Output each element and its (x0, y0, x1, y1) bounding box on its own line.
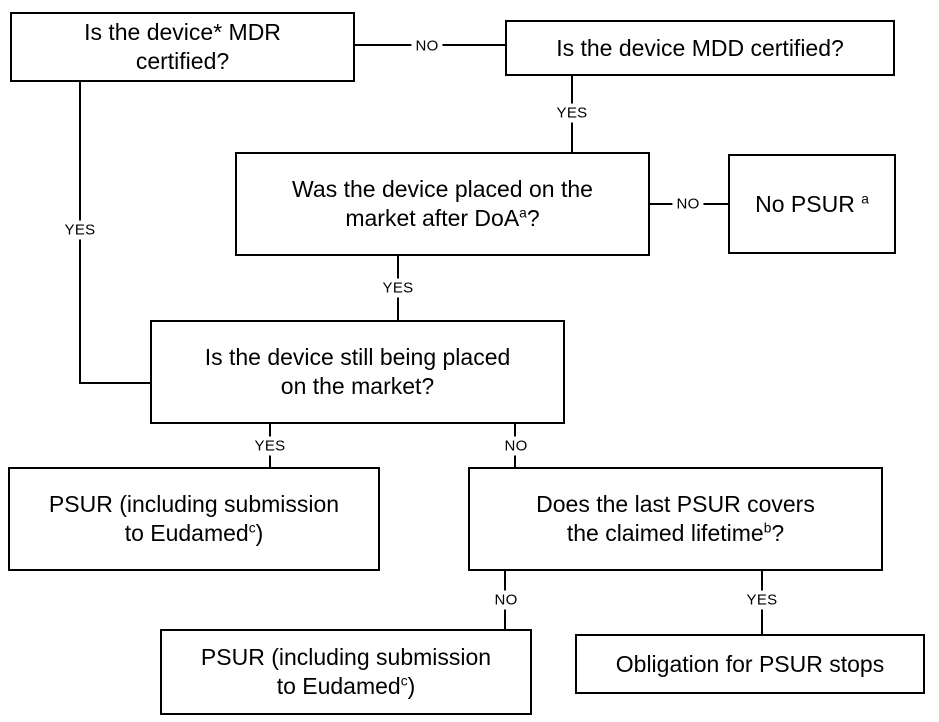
connector-mdr-to-still-horizontal (79, 382, 151, 384)
node-obligation-stops: Obligation for PSUR stops (575, 634, 925, 694)
edge-label-doa-still-yes: YES (378, 278, 418, 298)
node-q-mdr-certified-text: Is the device* MDR certified? (84, 19, 281, 74)
node-q-lifetime-covered: Does the last PSUR covers the claimed li… (468, 467, 883, 571)
node-q-lifetime-covered-pre: Does the last PSUR covers the claimed li… (536, 491, 815, 546)
node-psur-eudamed-bottom-text: PSUR (including submission to Eudamedc) (197, 643, 495, 701)
node-psur-eudamed-top-post: ) (255, 520, 264, 546)
edge-label-mdr-still-yes: YES (60, 220, 100, 240)
edge-label-still-lifetime-no: NO (500, 436, 532, 456)
edge-label-still-psur-yes: YES (250, 436, 290, 456)
node-q-still-placed-text: Is the device still being placed on the … (204, 344, 511, 399)
node-psur-eudamed-bottom-post: ) (407, 673, 416, 699)
node-psur-eudamed-top-text: PSUR (including submission to Eudamedc) (45, 490, 343, 548)
node-q-placed-after-doa-post: ? (526, 205, 540, 231)
node-no-psur: No PSUR a (728, 154, 896, 254)
edge-label-lifetime-stops-yes: YES (742, 590, 782, 610)
node-q-placed-after-doa: Was the device placed on the market afte… (235, 152, 650, 256)
node-no-psur-sup: a (861, 190, 869, 206)
node-psur-eudamed-bottom-pre: PSUR (including submission to Eudamed (200, 644, 492, 699)
node-q-mdd-certified: Is the device MDD certified? (505, 20, 895, 76)
node-q-mdr-certified: Is the device* MDR certified? (10, 12, 355, 82)
node-q-placed-after-doa-sup: a (519, 205, 527, 221)
node-obligation-stops-text: Obligation for PSUR stops (615, 650, 885, 677)
edge-label-mdr-mdd-no: NO (411, 36, 443, 56)
edge-label-doa-nopsur-no: NO (672, 194, 704, 214)
node-q-lifetime-covered-sup: b (763, 520, 772, 536)
edge-label-lifetime-psur-no: NO (490, 590, 522, 610)
node-q-lifetime-covered-text: Does the last PSUR covers the claimed li… (520, 490, 831, 548)
node-no-psur-text: No PSUR a (755, 190, 869, 219)
node-psur-eudamed-bottom-sup: c (400, 673, 408, 689)
node-q-still-placed: Is the device still being placed on the … (150, 320, 565, 424)
node-psur-eudamed-top-pre: PSUR (including submission to Eudamed (48, 491, 340, 546)
node-q-placed-after-doa-pre: Was the device placed on the market afte… (292, 176, 593, 231)
node-q-lifetime-covered-post: ? (771, 520, 785, 546)
node-psur-eudamed-top: PSUR (including submission to Eudamedc) (8, 467, 380, 571)
node-q-mdd-certified-text: Is the device MDD certified? (556, 34, 844, 61)
node-q-placed-after-doa-text: Was the device placed on the market afte… (277, 175, 608, 233)
edge-label-mdd-doa-yes: YES (552, 103, 592, 123)
node-no-psur-pre: No PSUR (755, 190, 862, 217)
node-psur-eudamed-bottom: PSUR (including submission to Eudamedc) (160, 629, 532, 715)
node-psur-eudamed-top-sup: c (248, 520, 256, 536)
